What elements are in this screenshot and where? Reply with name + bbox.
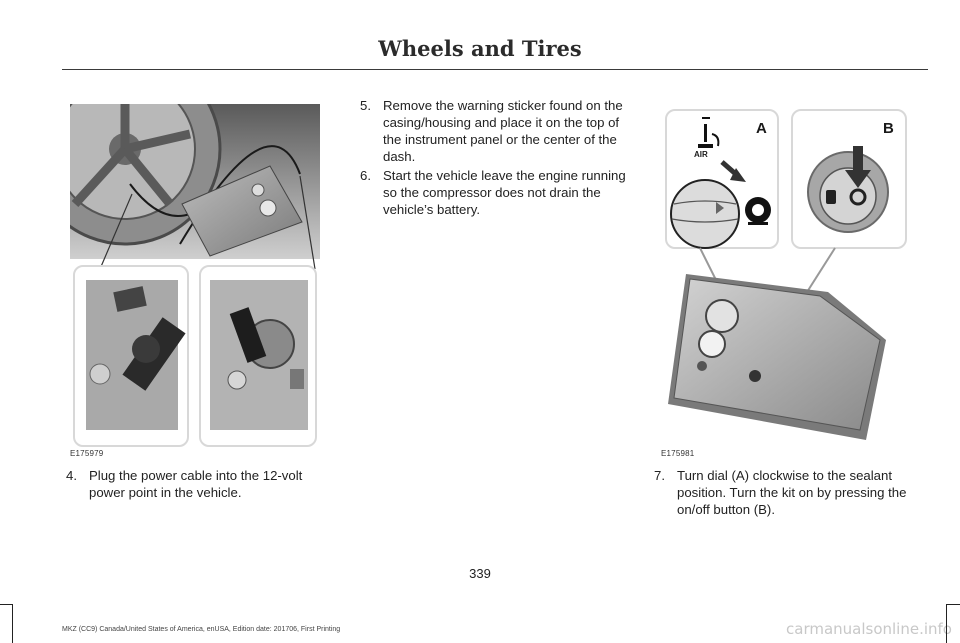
air-pump-icon [698, 117, 720, 148]
watermark: carmanualsonline.info [786, 620, 952, 638]
compressor-illustration [668, 274, 886, 440]
crop-mark [12, 604, 13, 643]
button-b-label: B [883, 120, 894, 137]
dial-a-label: A [756, 120, 767, 137]
figure-compressor-plug [70, 104, 320, 449]
crop-mark [0, 604, 12, 605]
figure-code: E175979 [70, 449, 104, 458]
step-text: Turn dial (A) clockwise to the sealant p… [677, 468, 907, 517]
figure-dial-button: A B AIR [660, 104, 912, 450]
page-number: 339 [469, 566, 491, 581]
page-title: Wheels and Tires [378, 36, 582, 61]
crop-mark [946, 604, 947, 643]
crop-mark [947, 604, 960, 605]
step-text: Remove the warning sticker found on the … [383, 98, 623, 164]
air-label: AIR [694, 150, 708, 159]
step-number: 7. [654, 468, 665, 483]
step-text: Start the vehicle leave the engine runni… [383, 168, 626, 217]
figure-code: E175981 [661, 449, 695, 458]
step-4: 4. Plug the power cable into the 12-volt… [66, 467, 328, 501]
compressor-illustration [181, 165, 303, 257]
step-number: 4. [66, 468, 77, 483]
step-7: 7. Turn dial (A) clockwise to the sealan… [654, 467, 930, 518]
step-5: 5. Remove the warning sticker found on t… [360, 97, 634, 165]
step-number: 5. [360, 98, 371, 113]
step-6: 6. Start the vehicle leave the engine ru… [360, 167, 634, 218]
sealant-icon [745, 197, 771, 225]
step-number: 6. [360, 168, 371, 183]
down-arrow-icon [853, 146, 863, 172]
step-text: Plug the power cable into the 12-volt po… [89, 468, 303, 500]
title-rule [62, 69, 928, 70]
footer-text: MKZ (CC9) Canada/United States of Americ… [62, 626, 341, 633]
